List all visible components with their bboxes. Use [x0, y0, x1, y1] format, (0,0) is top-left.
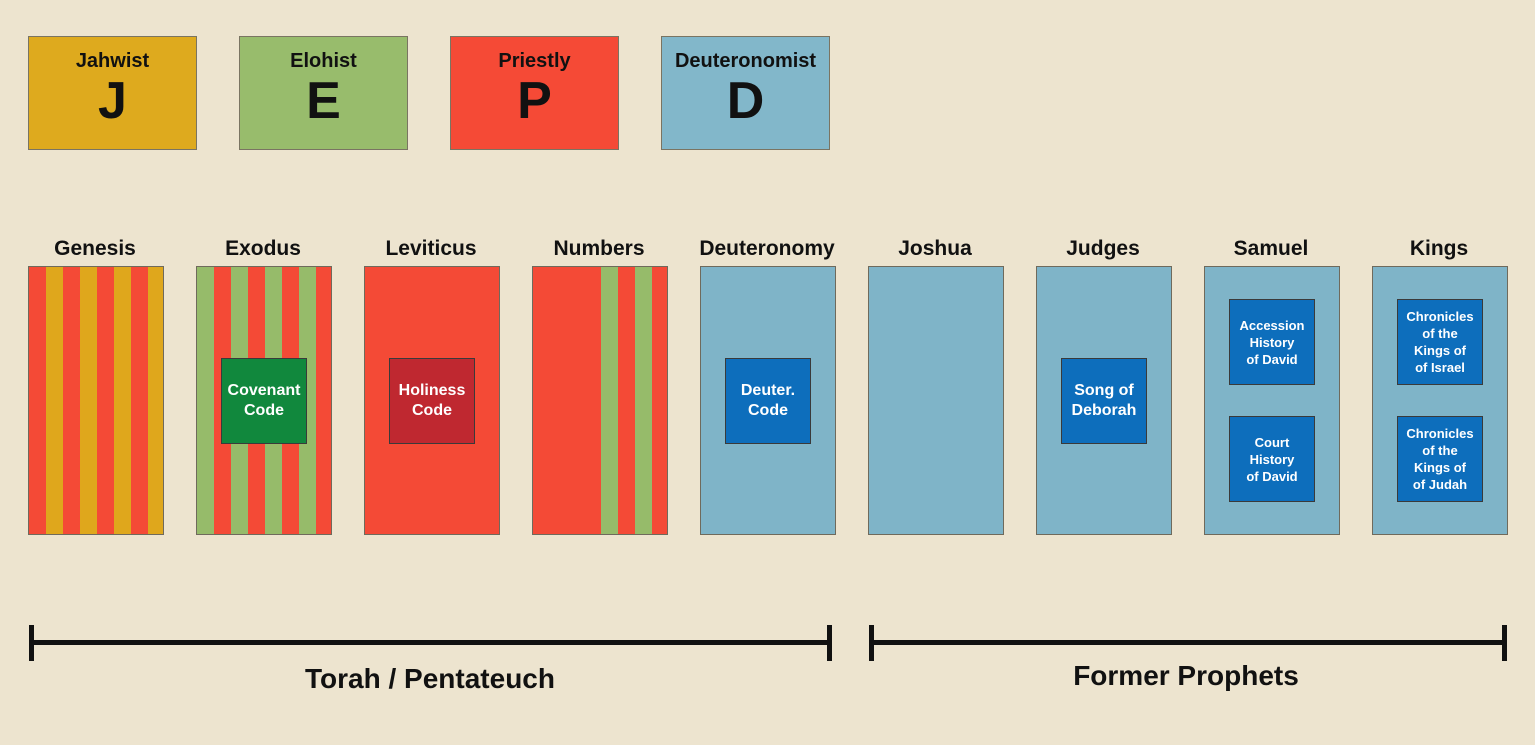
former-prophets-bracket [869, 625, 1507, 661]
book-panel-numbers [532, 266, 668, 535]
book-title-exodus: Exodus [225, 237, 301, 260]
source-name: Jahwist [75, 50, 150, 72]
inset-label: Covenant Code [227, 382, 301, 419]
inset-chronicles-judah: Chronicles of the Kings of of Judah [1397, 416, 1483, 502]
source-name: Priestly [498, 50, 571, 72]
bracket-line [869, 640, 1507, 645]
book-title-leviticus: Leviticus [385, 237, 477, 260]
book-title-judges: Judges [1066, 237, 1140, 260]
book-panel-samuel: Accession History of David Court History… [1204, 266, 1340, 535]
inset-song-of-deborah: Song of Deborah [1061, 358, 1147, 444]
book-panel-genesis [28, 266, 164, 535]
source-letter: E [306, 72, 341, 130]
source-letter: P [517, 72, 552, 130]
inset-label: Chronicles of the Kings of of Israel [1406, 309, 1474, 375]
source-deuteronomist-card: Deuteronomist D [661, 36, 830, 150]
inset-label: Song of Deborah [1071, 382, 1137, 419]
book-panel-kings: Chronicles of the Kings of of Israel Chr… [1372, 266, 1508, 535]
book-panel-exodus: Covenant Code [196, 266, 332, 535]
source-letter: D [726, 72, 765, 130]
source-elohist-card: Elohist E [239, 36, 408, 150]
book-panel-deuteronomy: Deuter. Code [700, 266, 836, 535]
bracket-right-cap [827, 625, 832, 661]
book-panel-joshua [868, 266, 1004, 535]
inset-label: Court History of David [1246, 434, 1298, 484]
torah-bracket [29, 625, 832, 661]
book-title-samuel: Samuel [1233, 237, 1309, 260]
inset-accession-history: Accession History of David [1229, 299, 1315, 385]
inset-deuter-code: Deuter. Code [725, 358, 811, 444]
inset-court-history: Court History of David [1229, 416, 1315, 502]
inset-label: Deuter. Code [740, 382, 796, 419]
book-panel-leviticus: Holiness Code [364, 266, 500, 535]
inset-covenant-code: Covenant Code [221, 358, 307, 444]
source-name: Elohist [290, 50, 357, 72]
source-letter: J [98, 72, 127, 130]
source-name: Deuteronomist [674, 50, 817, 72]
inset-label: Accession History of David [1239, 317, 1305, 367]
bracket-right-cap [1502, 625, 1507, 661]
section-label-torah: Torah / Pentateuch [305, 663, 555, 694]
section-label-former-prophets: Former Prophets [1073, 660, 1299, 691]
source-priestly-card: Priestly P [450, 36, 619, 150]
inset-label: Holiness Code [398, 382, 466, 419]
book-panel-judges: Song of Deborah [1036, 266, 1172, 535]
book-title-joshua: Joshua [898, 237, 972, 260]
source-jahwist-card: Jahwist J [28, 36, 197, 150]
book-title-numbers: Numbers [553, 237, 645, 260]
inset-holiness-code: Holiness Code [389, 358, 475, 444]
book-title-deuteronomy: Deuteronomy [699, 237, 835, 260]
bracket-line [29, 640, 832, 645]
inset-label: Chronicles of the Kings of of Judah [1406, 426, 1474, 492]
book-title-kings: Kings [1409, 237, 1469, 260]
book-title-genesis: Genesis [54, 237, 136, 260]
inset-chronicles-israel: Chronicles of the Kings of of Israel [1397, 299, 1483, 385]
